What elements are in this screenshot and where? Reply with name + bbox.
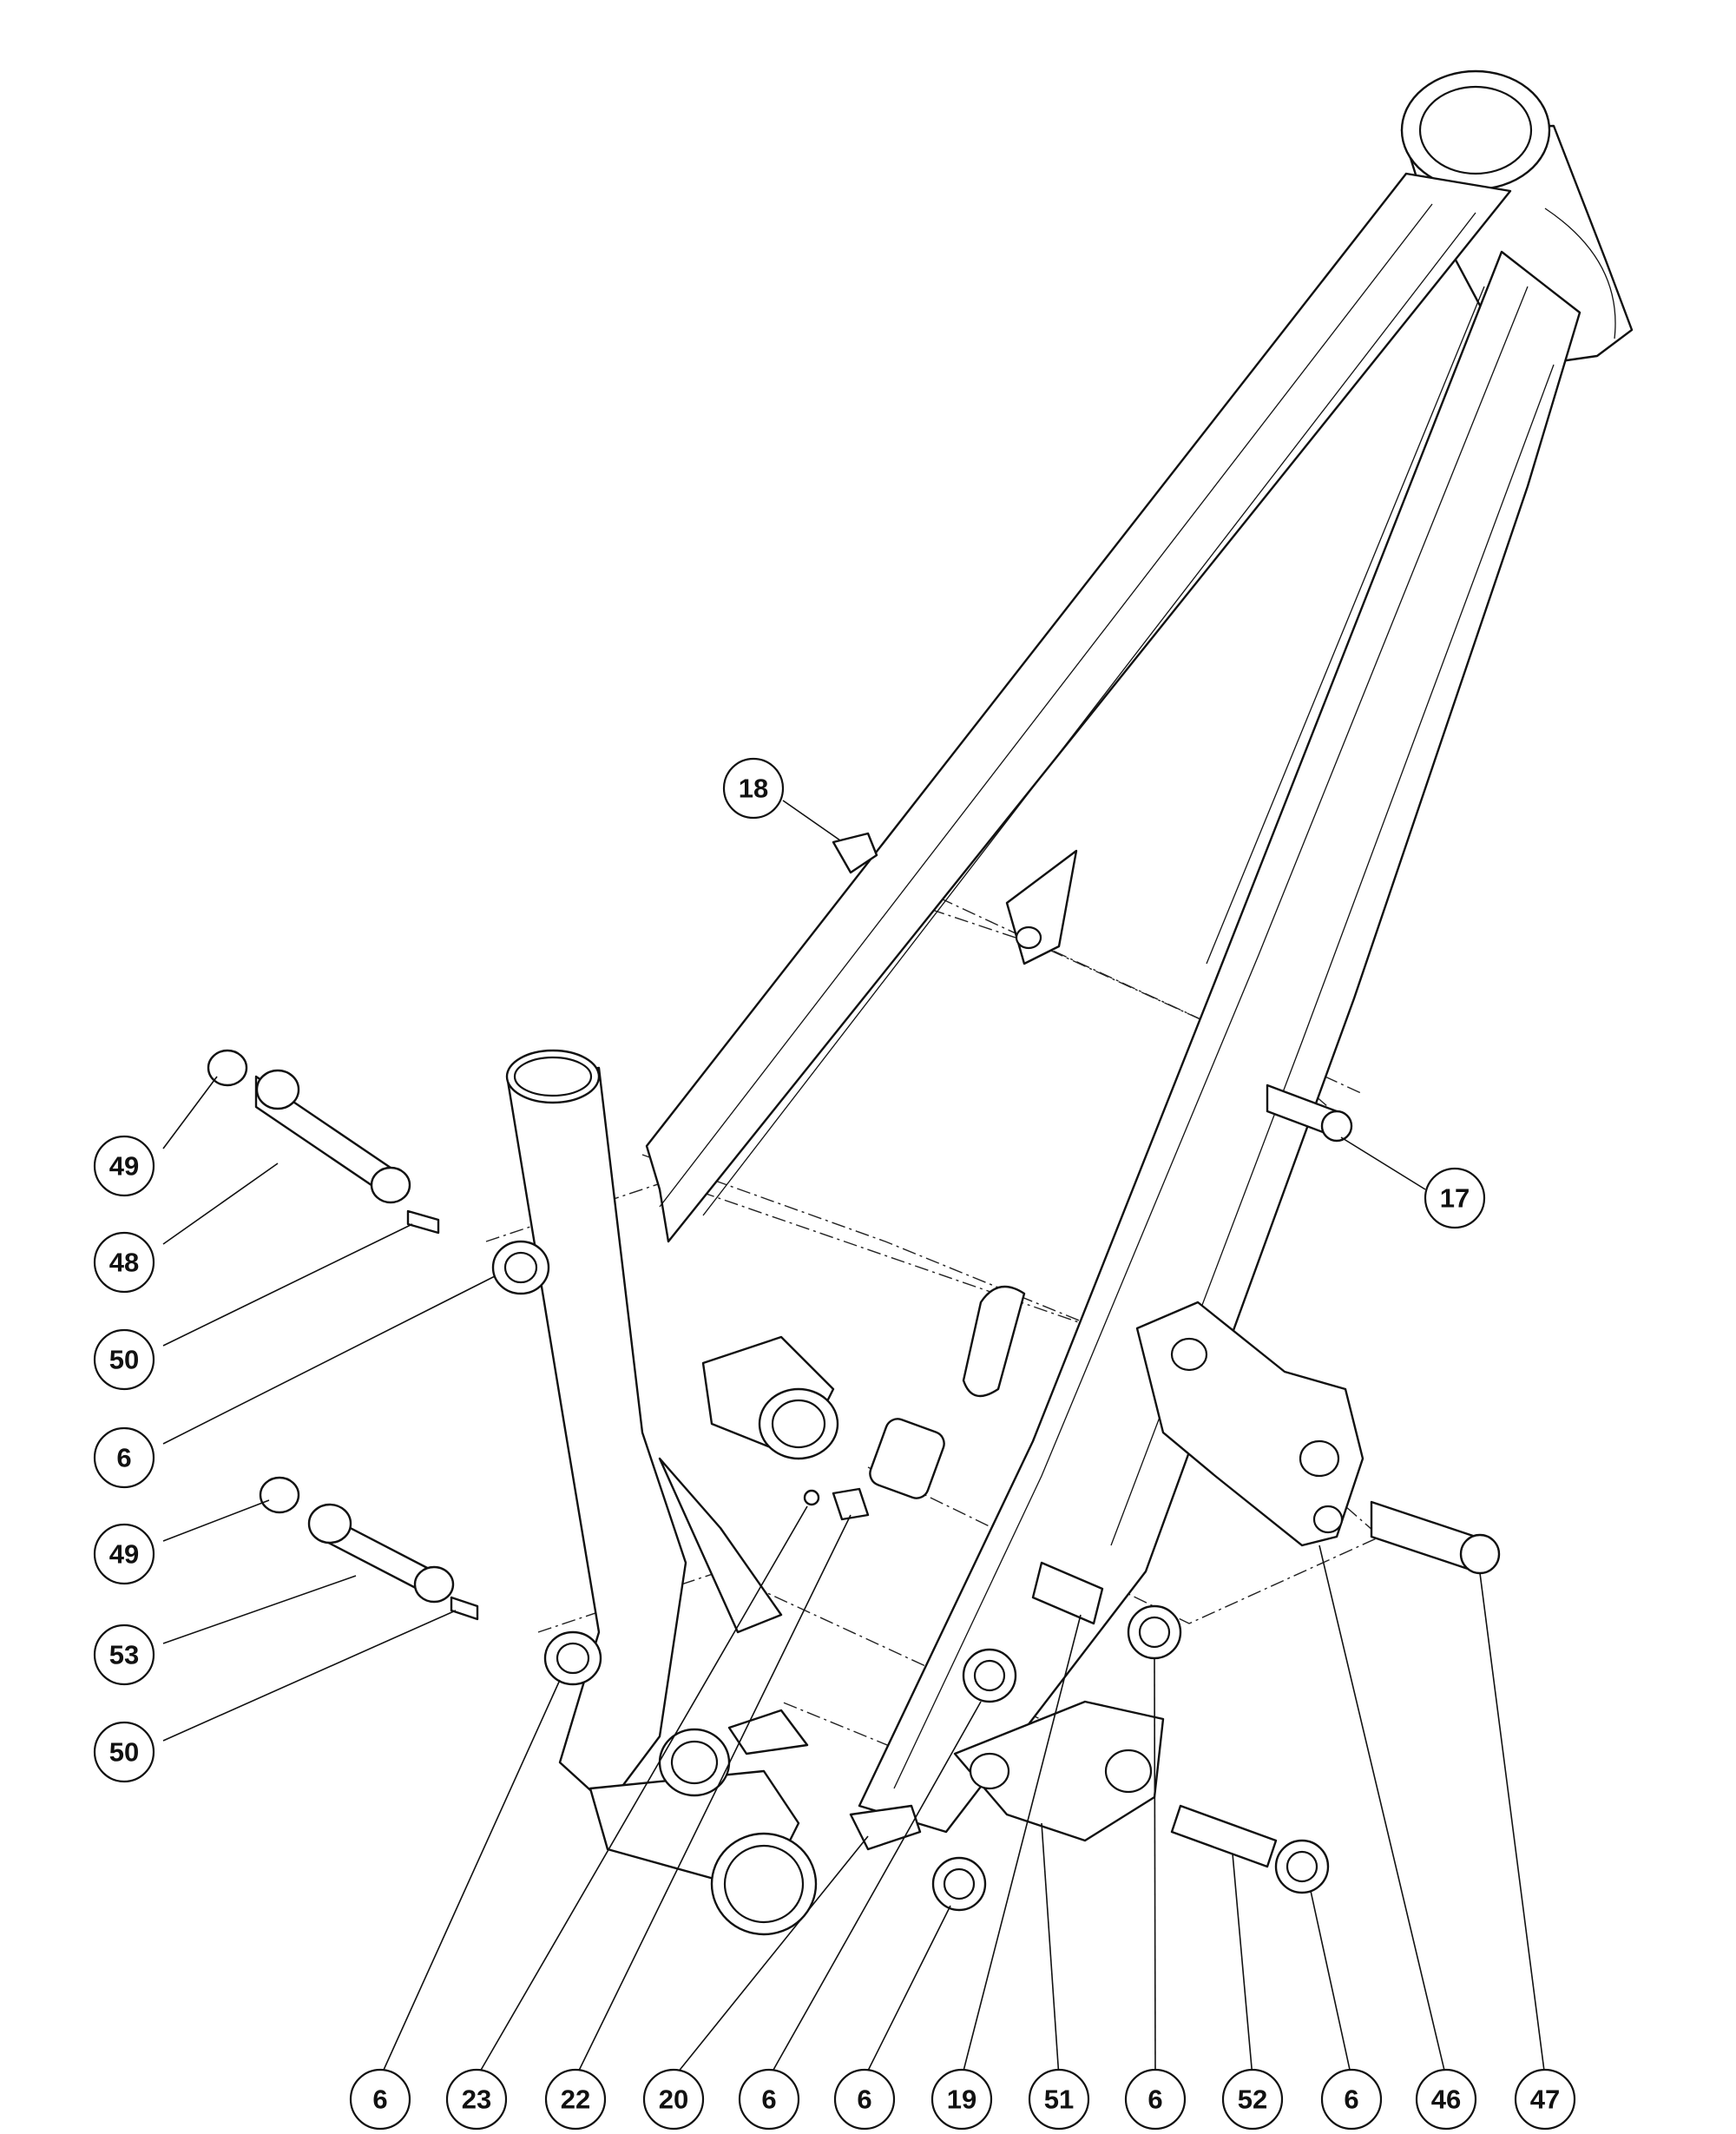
svg-text:50: 50 bbox=[109, 1345, 139, 1375]
callout-50: 50 bbox=[93, 1721, 155, 1783]
callout-47: 47 bbox=[1514, 2068, 1576, 2131]
svg-text:53: 53 bbox=[109, 1640, 139, 1670]
svg-text:22: 22 bbox=[561, 2085, 590, 2115]
callout-22: 22 bbox=[544, 2068, 607, 2131]
callout-49: 49 bbox=[93, 1523, 155, 1585]
callout-53: 53 bbox=[93, 1624, 155, 1686]
svg-text:49: 49 bbox=[109, 1539, 139, 1570]
callout-17: 17 bbox=[1424, 1167, 1486, 1229]
svg-text:50: 50 bbox=[109, 1737, 139, 1768]
svg-text:6: 6 bbox=[857, 2085, 871, 2115]
callout-6: 6 bbox=[93, 1426, 155, 1489]
svg-text:6: 6 bbox=[1147, 2085, 1162, 2115]
svg-text:23: 23 bbox=[462, 2085, 491, 2115]
callout-50: 50 bbox=[93, 1328, 155, 1391]
svg-text:19: 19 bbox=[947, 2085, 976, 2115]
svg-text:18: 18 bbox=[739, 774, 768, 804]
svg-text:6: 6 bbox=[116, 1443, 131, 1473]
callout-48: 48 bbox=[93, 1231, 155, 1294]
svg-text:6: 6 bbox=[372, 2085, 387, 2115]
callout-6: 6 bbox=[738, 2068, 800, 2131]
callout-6: 6 bbox=[349, 2068, 411, 2131]
frame-main-triangle bbox=[505, 69, 1634, 1936]
leader-lines bbox=[162, 800, 1546, 2078]
callout-18: 18 bbox=[722, 757, 785, 820]
callout-46: 46 bbox=[1415, 2068, 1477, 2131]
svg-text:48: 48 bbox=[109, 1248, 139, 1278]
callout-6: 6 bbox=[1124, 2068, 1187, 2131]
svg-text:6: 6 bbox=[1344, 2085, 1358, 2115]
svg-text:17: 17 bbox=[1440, 1183, 1470, 1214]
svg-text:49: 49 bbox=[109, 1151, 139, 1182]
callout-51: 51 bbox=[1028, 2068, 1090, 2131]
callout-20: 20 bbox=[642, 2068, 705, 2131]
callout-23: 23 bbox=[445, 2068, 508, 2131]
callout-6: 6 bbox=[1320, 2068, 1383, 2131]
callout-19: 19 bbox=[930, 2068, 993, 2131]
callout-6: 6 bbox=[833, 2068, 896, 2131]
svg-text:6: 6 bbox=[761, 2085, 776, 2115]
svg-text:52: 52 bbox=[1238, 2085, 1267, 2115]
callout-49: 49 bbox=[93, 1135, 155, 1197]
svg-text:46: 46 bbox=[1431, 2085, 1461, 2115]
svg-text:47: 47 bbox=[1530, 2085, 1560, 2115]
svg-text:20: 20 bbox=[659, 2085, 688, 2115]
svg-text:51: 51 bbox=[1044, 2085, 1074, 2115]
hardware-parts bbox=[207, 832, 1501, 1912]
callout-52: 52 bbox=[1221, 2068, 1284, 2131]
